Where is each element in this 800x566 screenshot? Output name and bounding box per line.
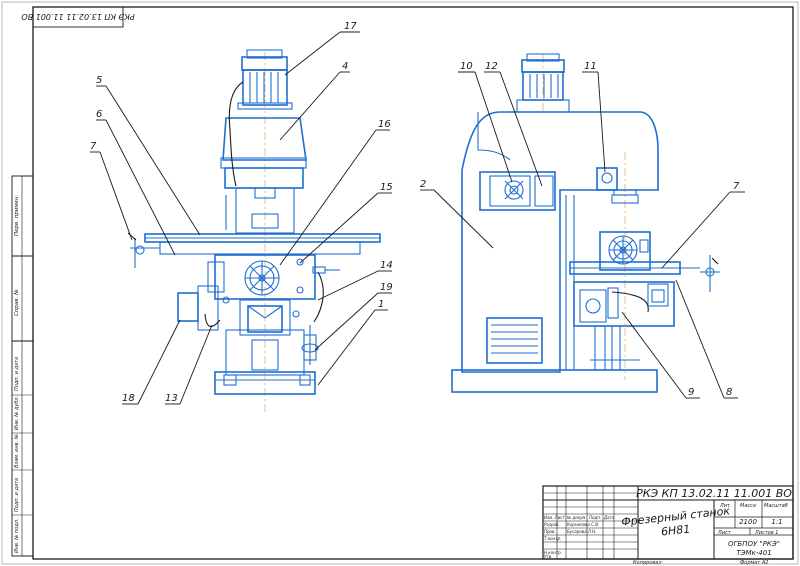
stamp-label-1: Справ. № xyxy=(14,289,20,316)
tb-scale-label: Масштаб xyxy=(764,503,788,509)
tb-row-3: Т.контр. xyxy=(544,536,561,541)
callout-18: 18 xyxy=(122,393,135,404)
tb-col-sign: Подп. xyxy=(589,515,601,520)
callout-11: 11 xyxy=(584,61,597,72)
tb-org-line1: ОГБПОУ "РКЭ" xyxy=(728,540,780,548)
title-block: Изм. Лист Разраб. Пров. Т.контр. Н.контр… xyxy=(542,485,794,560)
callout-16: 16 xyxy=(378,119,391,130)
tb-row-5: Н.контр. xyxy=(544,550,562,555)
tb-name-0: Корнилова С.В. xyxy=(567,522,599,527)
tb-mass-value: 2100 xyxy=(739,518,757,526)
format-label: Формат А2 xyxy=(740,560,768,566)
stamp-label-0: Перв. примен. xyxy=(14,194,20,236)
side-view xyxy=(451,53,720,393)
front-view xyxy=(127,49,381,412)
callout-6: 6 xyxy=(96,109,102,120)
callout-9: 9 xyxy=(688,387,694,398)
callout-7-side: 7 xyxy=(733,181,740,192)
left-stamp-strip: Перв. примен. Справ. № Подп. и дата Инв.… xyxy=(11,175,34,557)
callout-4: 4 xyxy=(342,61,348,72)
callout-7-front: 7 xyxy=(90,141,97,152)
tb-org-line2: ТЭМк-401 xyxy=(736,549,771,557)
tb-code: РКЭ КП 13.02.11 11.001 ВО xyxy=(636,487,792,500)
callout-8: 8 xyxy=(726,387,732,398)
tb-row-2: Пров. xyxy=(544,529,556,534)
stamp-label-4: Взам. инв. № xyxy=(14,434,20,468)
callout-10: 10 xyxy=(460,61,473,72)
callout-2: 2 xyxy=(420,179,426,190)
tb-name-1: Бусарова Л.Н. xyxy=(567,529,596,534)
stamp-label-6: Инв. № подл. xyxy=(14,519,20,554)
callout-15: 15 xyxy=(380,182,393,193)
tb-scale-value: 1:1 xyxy=(771,518,782,526)
tb-col-doc: № докум. xyxy=(566,515,587,520)
callout-1: 1 xyxy=(378,299,384,310)
stamp-label-5: Подп. и дата xyxy=(14,478,20,512)
tb-row-6: Утв. xyxy=(544,554,552,559)
tb-lit-label: Лит. xyxy=(719,503,732,509)
corner-code-text: РКЭ КП 13.02.11 11.001 ВО xyxy=(21,12,134,21)
callout-17: 17 xyxy=(344,21,357,32)
tb-sheets-label: Листов 1 xyxy=(754,530,778,536)
callout-12: 12 xyxy=(485,61,498,72)
callout-13: 13 xyxy=(165,393,178,404)
side-callouts: 10 12 11 2 7 9 8 xyxy=(420,61,745,399)
stamp-label-2: Подп. и дата xyxy=(14,357,20,391)
tb-row-1: Разраб. xyxy=(544,522,560,527)
copy-label: Копировал xyxy=(633,560,662,566)
stamp-label-3: Инв. № дубл. xyxy=(14,396,20,430)
tb-mass-label: Масса xyxy=(740,503,756,509)
tb-name-line2: 6Н81 xyxy=(660,523,690,539)
corner-code-box: РКЭ КП 13.02.11 11.001 ВО xyxy=(21,6,135,28)
callout-19: 19 xyxy=(380,282,393,293)
tb-col-date: Дата xyxy=(603,515,615,520)
tb-row-0: Изм. Лист xyxy=(544,515,565,520)
callout-5: 5 xyxy=(96,75,102,86)
front-callouts: 17 4 5 6 7 16 15 14 19 1 18 13 xyxy=(90,21,393,405)
callout-14: 14 xyxy=(380,260,393,271)
drawing-frame xyxy=(32,6,794,560)
tb-sheet-label: Лист xyxy=(717,530,732,536)
